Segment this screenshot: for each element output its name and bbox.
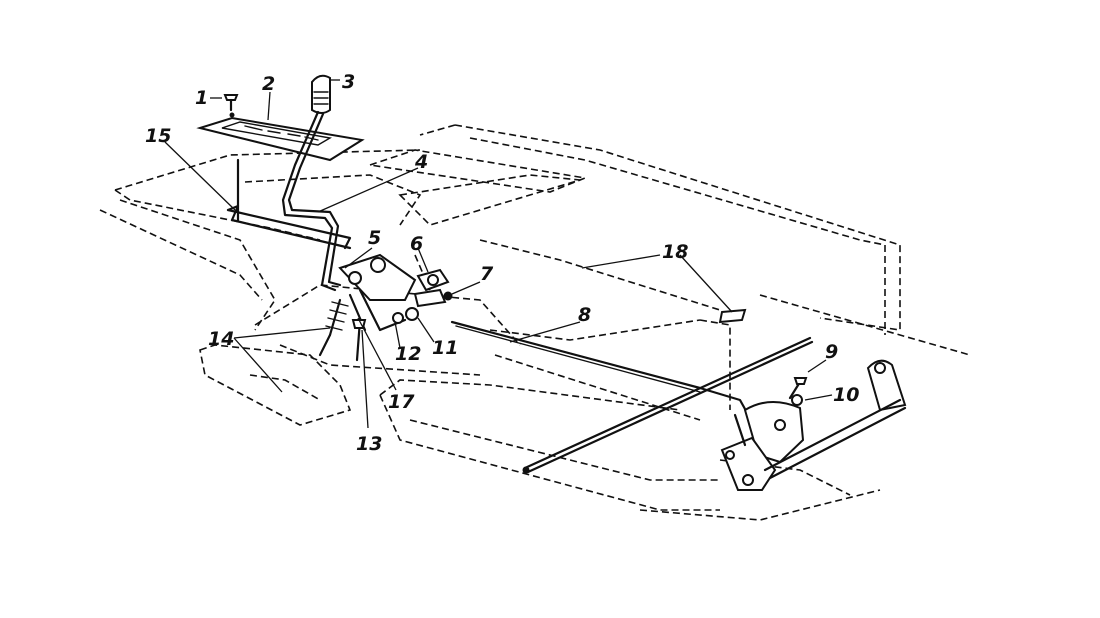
shaft-right [763,359,907,480]
leader-lines [164,79,833,429]
callout-3: 3 [342,71,355,93]
callout-8: 8 [578,304,591,326]
rod-8 [450,320,752,420]
callout-13: 13 [356,433,382,455]
callout-1: 1 [195,87,208,109]
callout-7: 7 [480,263,494,285]
shift-plate [196,112,365,162]
callout-5: 5 [368,227,381,249]
pin-6-7 [413,268,453,308]
shift-knob [311,74,331,114]
bracket-18 [718,308,747,324]
bracket-15 [226,158,352,250]
brake-bracket [720,401,805,491]
callout-12: 12 [395,343,421,365]
callout-15: 15 [145,125,171,147]
callout-18: 18 [662,241,688,263]
shift-lever [281,110,342,292]
callout-11: 11 [432,337,458,359]
cross-rod [522,336,814,474]
clip-12 [392,307,419,324]
callout-6: 6 [410,233,423,255]
callout-17: 17 [388,391,415,413]
callout-labels: 1 2 3 4 5 6 7 8 9 10 11 12 13 14 15 17 1… [145,71,859,455]
screw-1 [223,94,239,112]
callout-4: 4 [414,151,428,173]
pin-9-10 [788,377,808,406]
callout-14: 14 [208,328,234,350]
callout-2: 2 [262,73,275,95]
spring-14 [318,298,349,357]
tractor-body-outline [99,124,971,521]
callout-10: 10 [833,384,859,406]
callout-9: 9 [825,341,838,363]
